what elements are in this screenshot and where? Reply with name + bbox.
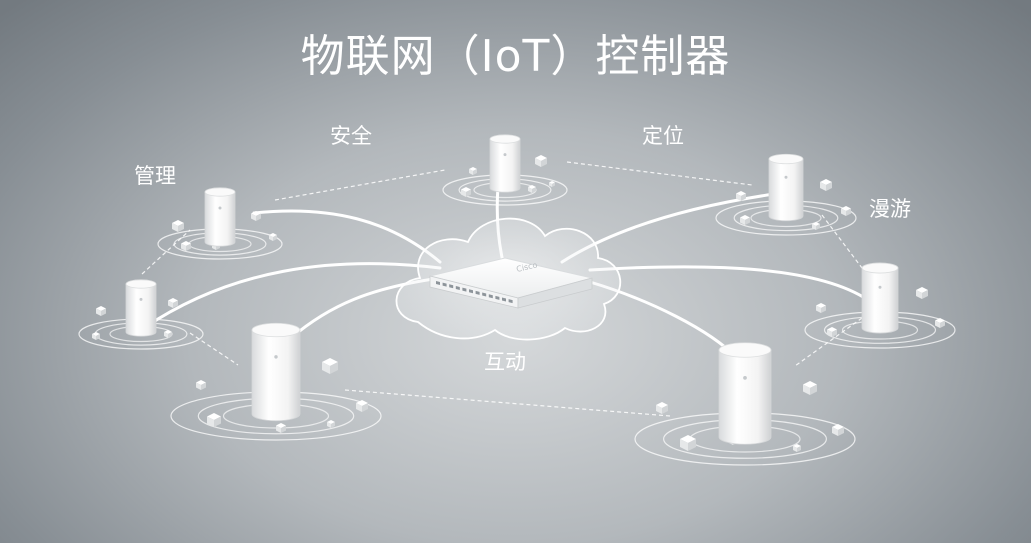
device-roaming-icon: [861, 262, 899, 334]
cube-icon: [196, 380, 206, 390]
cube-icon: [356, 400, 368, 412]
cube-icon: [528, 185, 536, 193]
cube-icon: [251, 211, 261, 221]
cube-icon: [96, 306, 106, 316]
cube-icon: [935, 318, 945, 328]
label-roaming: 漫游: [869, 197, 911, 221]
dashed-links: [141, 161, 863, 417]
label-interaction: 互动: [484, 350, 526, 374]
cube-icon: [816, 303, 826, 313]
device-front-right-icon: [718, 342, 772, 445]
cube-icon: [269, 233, 277, 241]
cube-icon: [535, 155, 547, 167]
label-security: 安全: [330, 124, 372, 148]
cube-icon: [461, 187, 471, 197]
cube-icon: [680, 435, 696, 451]
cube-icon: [469, 167, 477, 175]
device-front-left-icon: [251, 322, 301, 422]
cube-icon: [276, 423, 286, 433]
device-left-icon: [125, 279, 157, 337]
cube-icons: [92, 155, 945, 452]
device-management-icon: [204, 187, 236, 247]
cube-icon: [820, 179, 832, 191]
cube-icon: [164, 330, 172, 338]
cube-icon: [827, 327, 837, 337]
cube-icon: [327, 420, 335, 428]
device-positioning-icon: [768, 153, 804, 222]
device-security-icon: [489, 134, 521, 193]
cube-icon: [793, 444, 801, 452]
cube-icon: [168, 298, 178, 308]
cube-icon: [841, 206, 851, 216]
cube-icon: [656, 402, 668, 414]
label-positioning: 定位: [642, 124, 684, 148]
cube-icon: [549, 181, 555, 187]
cube-icon: [740, 215, 750, 225]
cube-icon: [92, 332, 100, 340]
cube-icon: [322, 358, 338, 374]
cube-icon: [832, 424, 844, 436]
cube-icon: [207, 413, 221, 427]
page-title: 物联网（IoT）控制器: [300, 31, 731, 82]
cube-icon: [812, 222, 820, 230]
label-management: 管理: [134, 164, 176, 188]
network-switch-icon: Cisco: [429, 257, 593, 309]
cube-icon: [803, 381, 817, 395]
access-points: [125, 134, 899, 445]
cube-icon: [736, 191, 746, 201]
cube-icon: [181, 241, 191, 251]
cube-icon: [172, 220, 184, 232]
cube-icon: [916, 287, 928, 299]
